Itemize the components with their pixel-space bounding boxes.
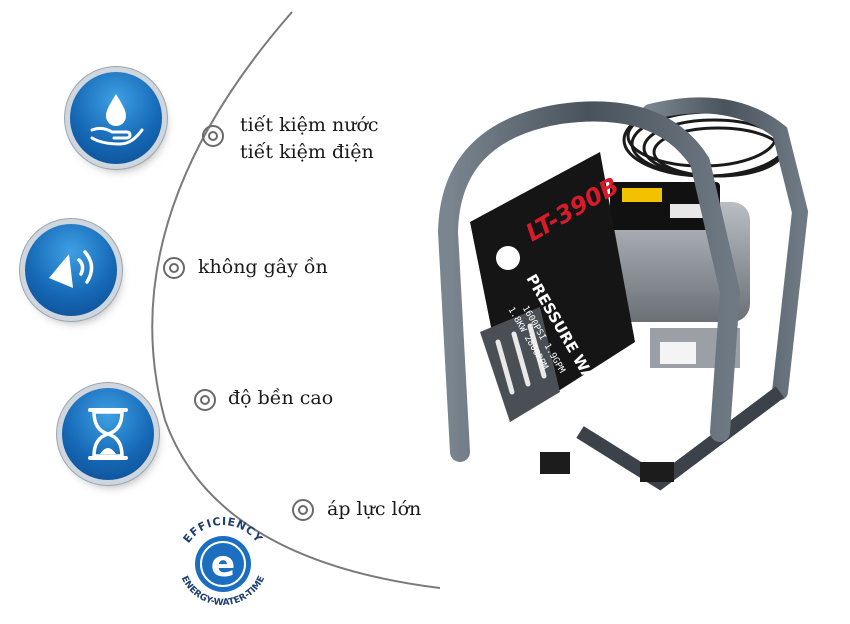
feature-bullet xyxy=(292,499,314,521)
badge-letter: e xyxy=(211,544,235,585)
front-panel: LT-390B PRESSURE WASHER 1600PSI 1.9GPM 1… xyxy=(470,152,635,424)
water-drop-hand-icon xyxy=(90,94,144,146)
feature-line: độ bền cao xyxy=(228,387,334,409)
feature-text-pressure: áp lực lớn xyxy=(327,496,421,523)
badge-circle xyxy=(195,536,251,592)
water-saving-icon xyxy=(70,72,162,164)
feature-text-quiet: không gây ồn xyxy=(198,254,328,281)
hourglass-icon xyxy=(88,408,128,460)
feature-bullet xyxy=(163,257,185,279)
feature-line: không gây ồn xyxy=(198,256,328,278)
feature-line: tiết kiệm nước xyxy=(240,114,379,136)
front-frame xyxy=(438,101,740,462)
foot xyxy=(540,452,570,474)
motor xyxy=(600,182,750,368)
feature-text-durable: độ bền cao xyxy=(228,385,333,412)
speaker-sound-icon xyxy=(49,250,94,288)
efficiency-badge: e EFFICIENCY ENERGY-WATER-TIME xyxy=(179,515,267,608)
foot xyxy=(640,462,674,482)
rear-frame xyxy=(642,97,809,400)
durability-icon xyxy=(62,388,154,480)
feature-text-saving: tiết kiệm nước tiết kiệm điện xyxy=(240,112,379,166)
feature-bullet xyxy=(202,125,224,147)
feature-line: tiết kiệm điện xyxy=(240,141,374,163)
quiet-operation-icon xyxy=(25,224,117,316)
pressure-washer-image: LT-390B PRESSURE WASHER 1600PSI 1.9GPM 1… xyxy=(438,97,809,491)
feature-line: áp lực lớn xyxy=(327,498,422,520)
feature-bullet xyxy=(194,389,216,411)
